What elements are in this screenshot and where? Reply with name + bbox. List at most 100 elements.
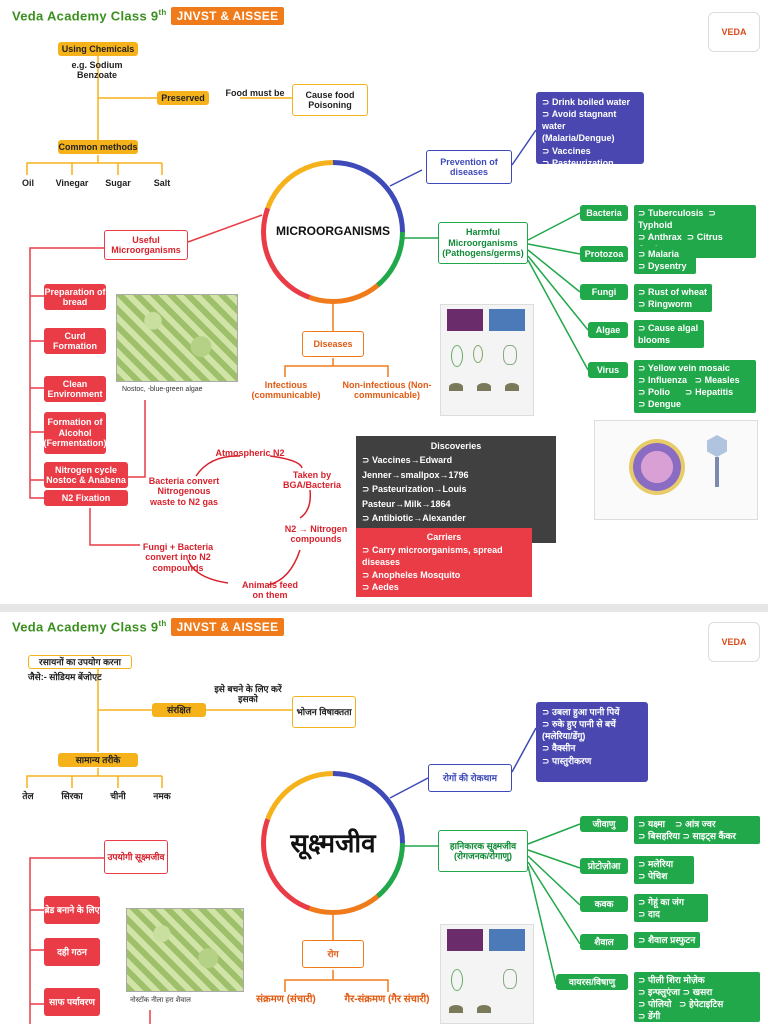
hi-cause-food-poisoning: भोजन विषाक्तता [292,696,356,728]
protozoa-item: ⊃ Malaria [638,248,692,260]
useful-item-text: Curd Formation [44,331,106,352]
hi-prevention-item: ⊃ वैक्सीन [542,742,642,754]
virus-row: ⊃ Influenza ⊃ Measles [638,374,752,386]
useful-nitrogen-cycle: Nitrogen cycle Nostoc & Anabena [44,462,128,488]
protozoa-item-text: Dysentry [648,261,687,271]
virus-item: Polio [648,387,670,397]
carrier-text: Aedes [372,582,399,592]
group-protozoa: Protozoa [580,246,628,262]
hi-using-chemicals: रसायनों का उपयोग करना [28,655,132,669]
fungi-item-text: Rust of wheat [648,287,707,297]
infectious-label: Infectious (communicable) [244,380,328,401]
method-oil: Oil [14,178,42,188]
n2-compounds: N2 → Nitrogen compounds [280,524,352,545]
chem-example: e.g. Sodium Benzoate [62,60,132,81]
hi-prevention-label: रोगों की रोकथाम [443,773,497,783]
fungi-item-text: Ringworm [648,299,692,309]
hi-virus-row: ⊃ पीली शिरा मोज़ेक [638,974,756,986]
fungi-bacteria-convert: Fungi + Bacteria convert into N2 compoun… [128,542,228,573]
hi-virus-row: ⊃ इन्फ्लुएंजा ⊃ खसरा [638,986,756,998]
hi-method-oil: तेल [14,791,42,801]
bacteria-item: Tuberculosis [648,208,703,218]
phage-tail-drawing [715,457,719,487]
hi-bacteria-item: यक्ष्मा [648,819,665,829]
hi-using-chemicals-label: रसायनों का उपयोग करना [39,657,121,667]
bacteria-item: Anthrax [648,232,682,242]
cause-food-label: Cause food Poisoning [293,90,367,111]
discovery-text: Pasteurization→Louis Pasteur→Milk→1864 [362,484,467,508]
prevention-item: ⊃ Drink boiled water [542,96,638,108]
hi-prevention-item-text: पास्तुरीकरण [552,756,591,766]
hi-group-virus: वायरस/विषाणु [556,974,628,990]
hi-useful-label: उपयोगी सूक्ष्मजीव [108,852,165,862]
prevention-item-text: Avoid stagnant water (Malaria/Dengue) [542,109,616,143]
hi-prevention-item-text: उबला हुआ पानी पियें [552,707,619,717]
hi-fungi-item: ⊃ गेहूं का जंग [638,896,704,908]
useful-label: Useful Microorganisms [105,235,187,256]
useful-bread: Preparation of bread [44,284,106,310]
hi-protozoa-item-text: मलेरिया [648,859,673,869]
hi-cause-food-label: भोजन विषाक्तता [296,707,351,717]
carrier-item: ⊃ Anopheles Mosquito [362,569,526,582]
harmful-label: Harmful Microorganisms (Pathogens/germs) [439,227,527,258]
virus-illustration [594,420,758,520]
hi-preserved: संरक्षित [152,703,206,717]
nostoc-image [116,294,238,382]
useful-microorganisms: Useful Microorganisms [104,230,188,260]
group-label: Protozoa [585,249,624,259]
noninfectious-label: Non-infectious (Non-communicable) [336,380,438,401]
hi-fungi-item-text: गेहूं का जंग [648,897,684,907]
hi-virus-row: ⊃ पोलियो ⊃ हेपेटाइटिस [638,998,756,1010]
useful-item-text: Preparation of bread [44,287,106,308]
hi-prevention-list: ⊃ उबला हुआ पानी पियें ⊃ रुके हुए पानी से… [536,702,648,782]
diseases-label: Diseases [313,339,352,349]
hi-common-methods-label: सामान्य तरीके [76,755,121,765]
hi-nostoc-caption: नोस्टॉक नीला हरा शैवाल [130,996,191,1005]
using-chemicals: Using Chemicals [58,42,138,56]
protozoa-drawing [451,345,463,367]
prevention-item: ⊃ Vaccines [542,145,638,157]
discovery-item: ⊃ Vaccines→Edward Jenner→smallpox→1796 [362,453,550,482]
hi-method-vinegar: सिरका [50,791,94,801]
hi-protozoa-drawing [451,969,463,991]
hi-microbes-illustration [440,924,534,1024]
carrier-text: Carry microorganisms, spread diseases [362,545,503,568]
fungi-drawing-3 [505,383,519,391]
hi-group-fungi: कवक [580,896,628,912]
hi-nostoc-image [126,908,244,992]
hi-diseases-label: रोग [327,949,338,959]
carriers-box: Carriers ⊃ Carry microorganisms, spread … [356,528,532,597]
animals-feed: Animals feed on them [236,580,304,601]
hi-group-label: शैवाल [594,937,614,947]
hi-common-methods: सामान्य तरीके [58,753,138,767]
discovery-item: ⊃ Pasteurization→Louis Pasteur→Milk→1864 [362,482,550,511]
hi-preserved-label: संरक्षित [167,705,191,715]
hi-useful-microorganisms: उपयोगी सूक्ष्मजीव [104,840,168,874]
algae-item: ⊃ Cause algal blooms [638,322,700,346]
carriers-title: Carriers [362,531,526,544]
preserved: Preserved [157,91,209,105]
hi-chem-example: जैसे:- सोडियम बेंजोएट [28,672,138,682]
food-must-be: Food must be [220,88,290,98]
hi-protozoa-item: ⊃ पेचिश [638,870,690,882]
fungi-drawing-2 [477,383,491,391]
hi-algae-item: ⊃ शैवाल प्रस्फुटन [638,934,696,946]
prevention-of-diseases: Prevention of diseases [426,150,512,184]
group-label: Fungi [592,287,617,297]
virus-item: Influenza [648,375,687,385]
useful-n2-fixation: N2 Fixation [44,490,128,506]
hi-prevention-item-text: रुके हुए पानी से बचें (मलेरिया/डेंगू) [542,719,616,741]
hi-virus-item: डेंगी [648,1011,660,1021]
useful-item-text: N2 Fixation [62,493,111,503]
protozoa-drawing-3 [503,345,517,365]
atmospheric-n2: Atmospheric N2 [210,448,290,458]
hi-bacteria-photo [447,929,483,951]
hi-bacteria-row: ⊃ बिसहरिया ⊃ साइट्स कैंकर [638,830,756,842]
hi-method-salt: नमक [148,791,176,801]
hi-group-label: प्रोटोज़ोआ [588,861,621,871]
hi-noninfectious-label: गैर-संक्रमण (गैर संचारी) [336,994,438,1006]
virus-item: Dengue [648,399,681,409]
hi-center-title: सूक्ष्मजीव [266,824,400,860]
hi-fungi-item-text: दाद [648,909,660,919]
hi-prevention-of-diseases: रोगों की रोकथाम [428,764,512,792]
